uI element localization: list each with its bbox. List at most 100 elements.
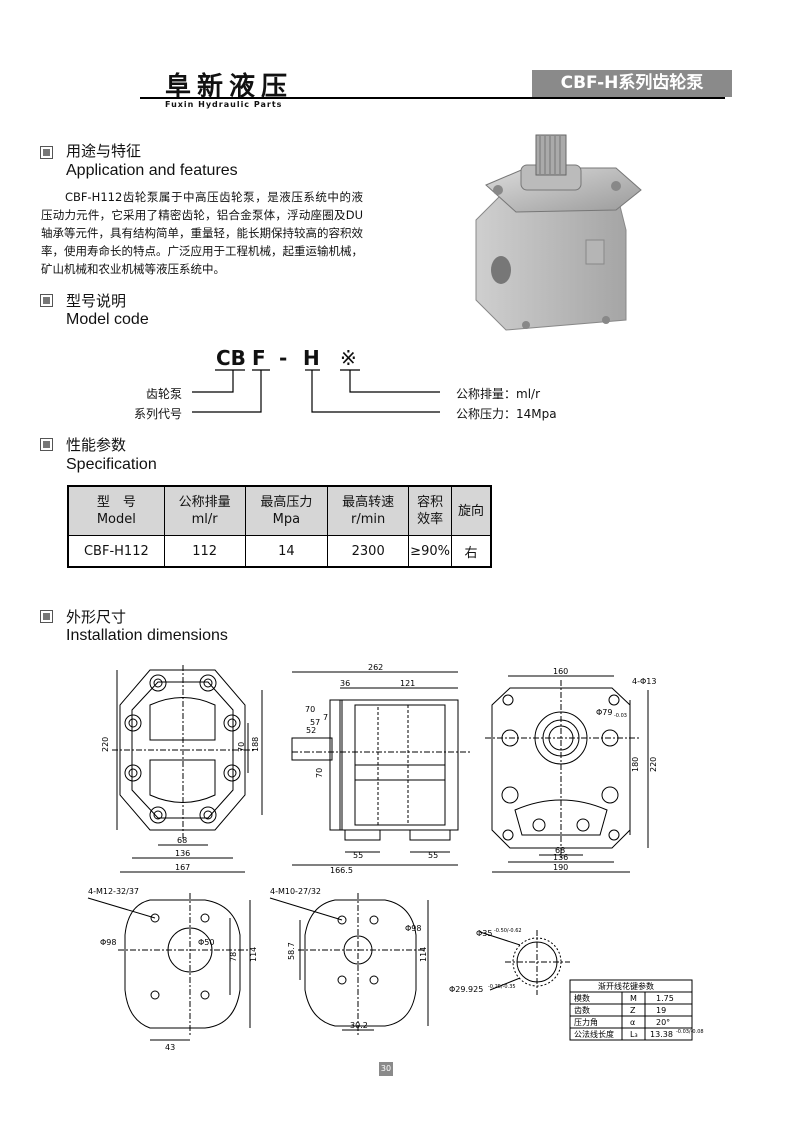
dim-text: Φ98: [100, 938, 116, 947]
section-title-en: Model code: [66, 311, 149, 328]
cell-rotation: 右: [451, 535, 492, 568]
dim-text: Φ50: [198, 938, 214, 947]
dim-text: 43: [165, 1043, 175, 1052]
spline-cell: 1.75: [656, 994, 674, 1003]
spline-cell: 压力角: [574, 1017, 598, 1027]
table-row: CBF-H112 112 14 2300 ≥90% 右: [67, 535, 492, 568]
dim-text: 262: [368, 663, 383, 672]
section-bullet-icon: [40, 610, 53, 623]
spline-cell: 19: [656, 1006, 666, 1015]
flange-1-view: [87, 893, 251, 1041]
section-title-cn: 用途与特征: [66, 142, 142, 160]
model-code-leaders: [192, 369, 440, 413]
model-code-cb: CB: [216, 346, 246, 370]
spline-cell: -0.03/-0.08: [676, 1029, 704, 1035]
spline-cell: 公法线长度: [574, 1029, 614, 1039]
header-cell: 容积效率: [408, 485, 453, 536]
section-title-cn: 性能参数: [66, 436, 127, 454]
spline-cell: M: [630, 994, 637, 1003]
dim-text: Φ29.925: [449, 985, 483, 994]
dim-text: 220: [101, 737, 110, 752]
section-title-en: Specification: [66, 456, 157, 473]
spline-table-title: 渐开线花键参数: [598, 981, 654, 991]
page-number: 30: [379, 1062, 393, 1076]
dim-text: 167: [175, 863, 190, 872]
cell-pressure: 14: [244, 535, 329, 568]
model-code-var: ※: [340, 346, 357, 370]
spline-cell: 20°: [656, 1018, 670, 1027]
dim-text: -0.50/-0.62: [494, 928, 522, 934]
section-bullet-icon: [40, 438, 53, 451]
dim-text: 4-Φ13: [632, 677, 656, 686]
dim-text: 78: [229, 952, 238, 962]
dim-text: 4-M12-32/37: [88, 887, 139, 896]
section-bullet-icon: [40, 146, 53, 159]
model-code-dash: -: [279, 346, 288, 370]
model-code-f: F: [252, 346, 266, 370]
section-title-cn: 型号说明: [66, 292, 127, 310]
label-series-code: 系列代号: [134, 407, 183, 421]
dim-text: 30.2: [350, 1021, 368, 1030]
dim-text: 36: [340, 679, 350, 688]
model-code-h: H: [303, 346, 320, 370]
cell-model: CBF-H112: [67, 535, 165, 568]
dim-text: 57: [310, 718, 320, 727]
series-title: CBF-H系列齿轮泵: [532, 70, 732, 97]
spline-cell: 13.38: [650, 1030, 673, 1039]
spline-cell: L₃: [630, 1030, 638, 1039]
dim-text: 52: [306, 726, 316, 735]
dim-text: 190: [553, 863, 568, 872]
back-view: [485, 675, 649, 873]
section-title-en: Installation dimensions: [66, 627, 228, 644]
cell-efficiency: ≥90%: [408, 535, 453, 568]
spline-cell: 齿数: [574, 1005, 590, 1015]
spline-cell: 模数: [574, 993, 590, 1003]
section-title-cn: 外形尺寸: [66, 608, 127, 626]
brand-name-en: Fuxin Hydraulic Parts: [165, 100, 283, 109]
label-gear-pump: 齿轮泵: [146, 387, 183, 401]
dim-text: 114: [249, 947, 258, 962]
spline-table-grid: [569, 979, 693, 1041]
label-displacement: 公称排量：ml/r: [456, 387, 541, 401]
dim-text: 55: [428, 851, 438, 860]
dim-text: 70: [237, 742, 246, 752]
cell-displacement: 112: [163, 535, 246, 568]
spline-view: [479, 930, 570, 995]
dim-text: 188: [251, 737, 260, 752]
pump-photo: [475, 134, 642, 331]
application-text: CBF-H112齿轮泵属于中高压齿轮泵，是液压系统中的液压动力元件，它采用了精密…: [41, 190, 363, 276]
dim-text: 121: [400, 679, 415, 688]
spline-cell: α: [630, 1018, 635, 1027]
section-bullet-icon: [40, 294, 53, 307]
dim-text: 114: [419, 947, 428, 962]
dim-text: 166.5: [330, 866, 353, 875]
label-pressure: 公称压力：14Mpa: [456, 407, 557, 421]
dim-text: 70: [305, 705, 315, 714]
flange-2-view: [269, 893, 429, 1035]
section-title-en: Application and features: [66, 162, 238, 179]
dim-text: Φ98: [405, 924, 421, 933]
dim-text: 160: [553, 667, 568, 676]
dim-text: Φ79: [596, 708, 612, 717]
dim-text: 136: [175, 849, 190, 858]
dim-text: 7: [323, 713, 328, 722]
dim-text: 4-M10-27/32: [270, 887, 321, 896]
side-view: [291, 671, 470, 866]
cell-speed: 2300: [327, 535, 410, 568]
dim-text: Φ35: [476, 929, 492, 938]
dim-text: 68: [177, 836, 187, 845]
front-view: [112, 665, 263, 873]
dim-text: 220: [649, 757, 658, 772]
header-rule: [140, 97, 725, 99]
dim-text: 180: [631, 757, 640, 772]
dim-text: -0.03: [614, 713, 627, 719]
header-cell: 旋向: [451, 485, 492, 536]
dim-text: 68: [555, 846, 565, 855]
